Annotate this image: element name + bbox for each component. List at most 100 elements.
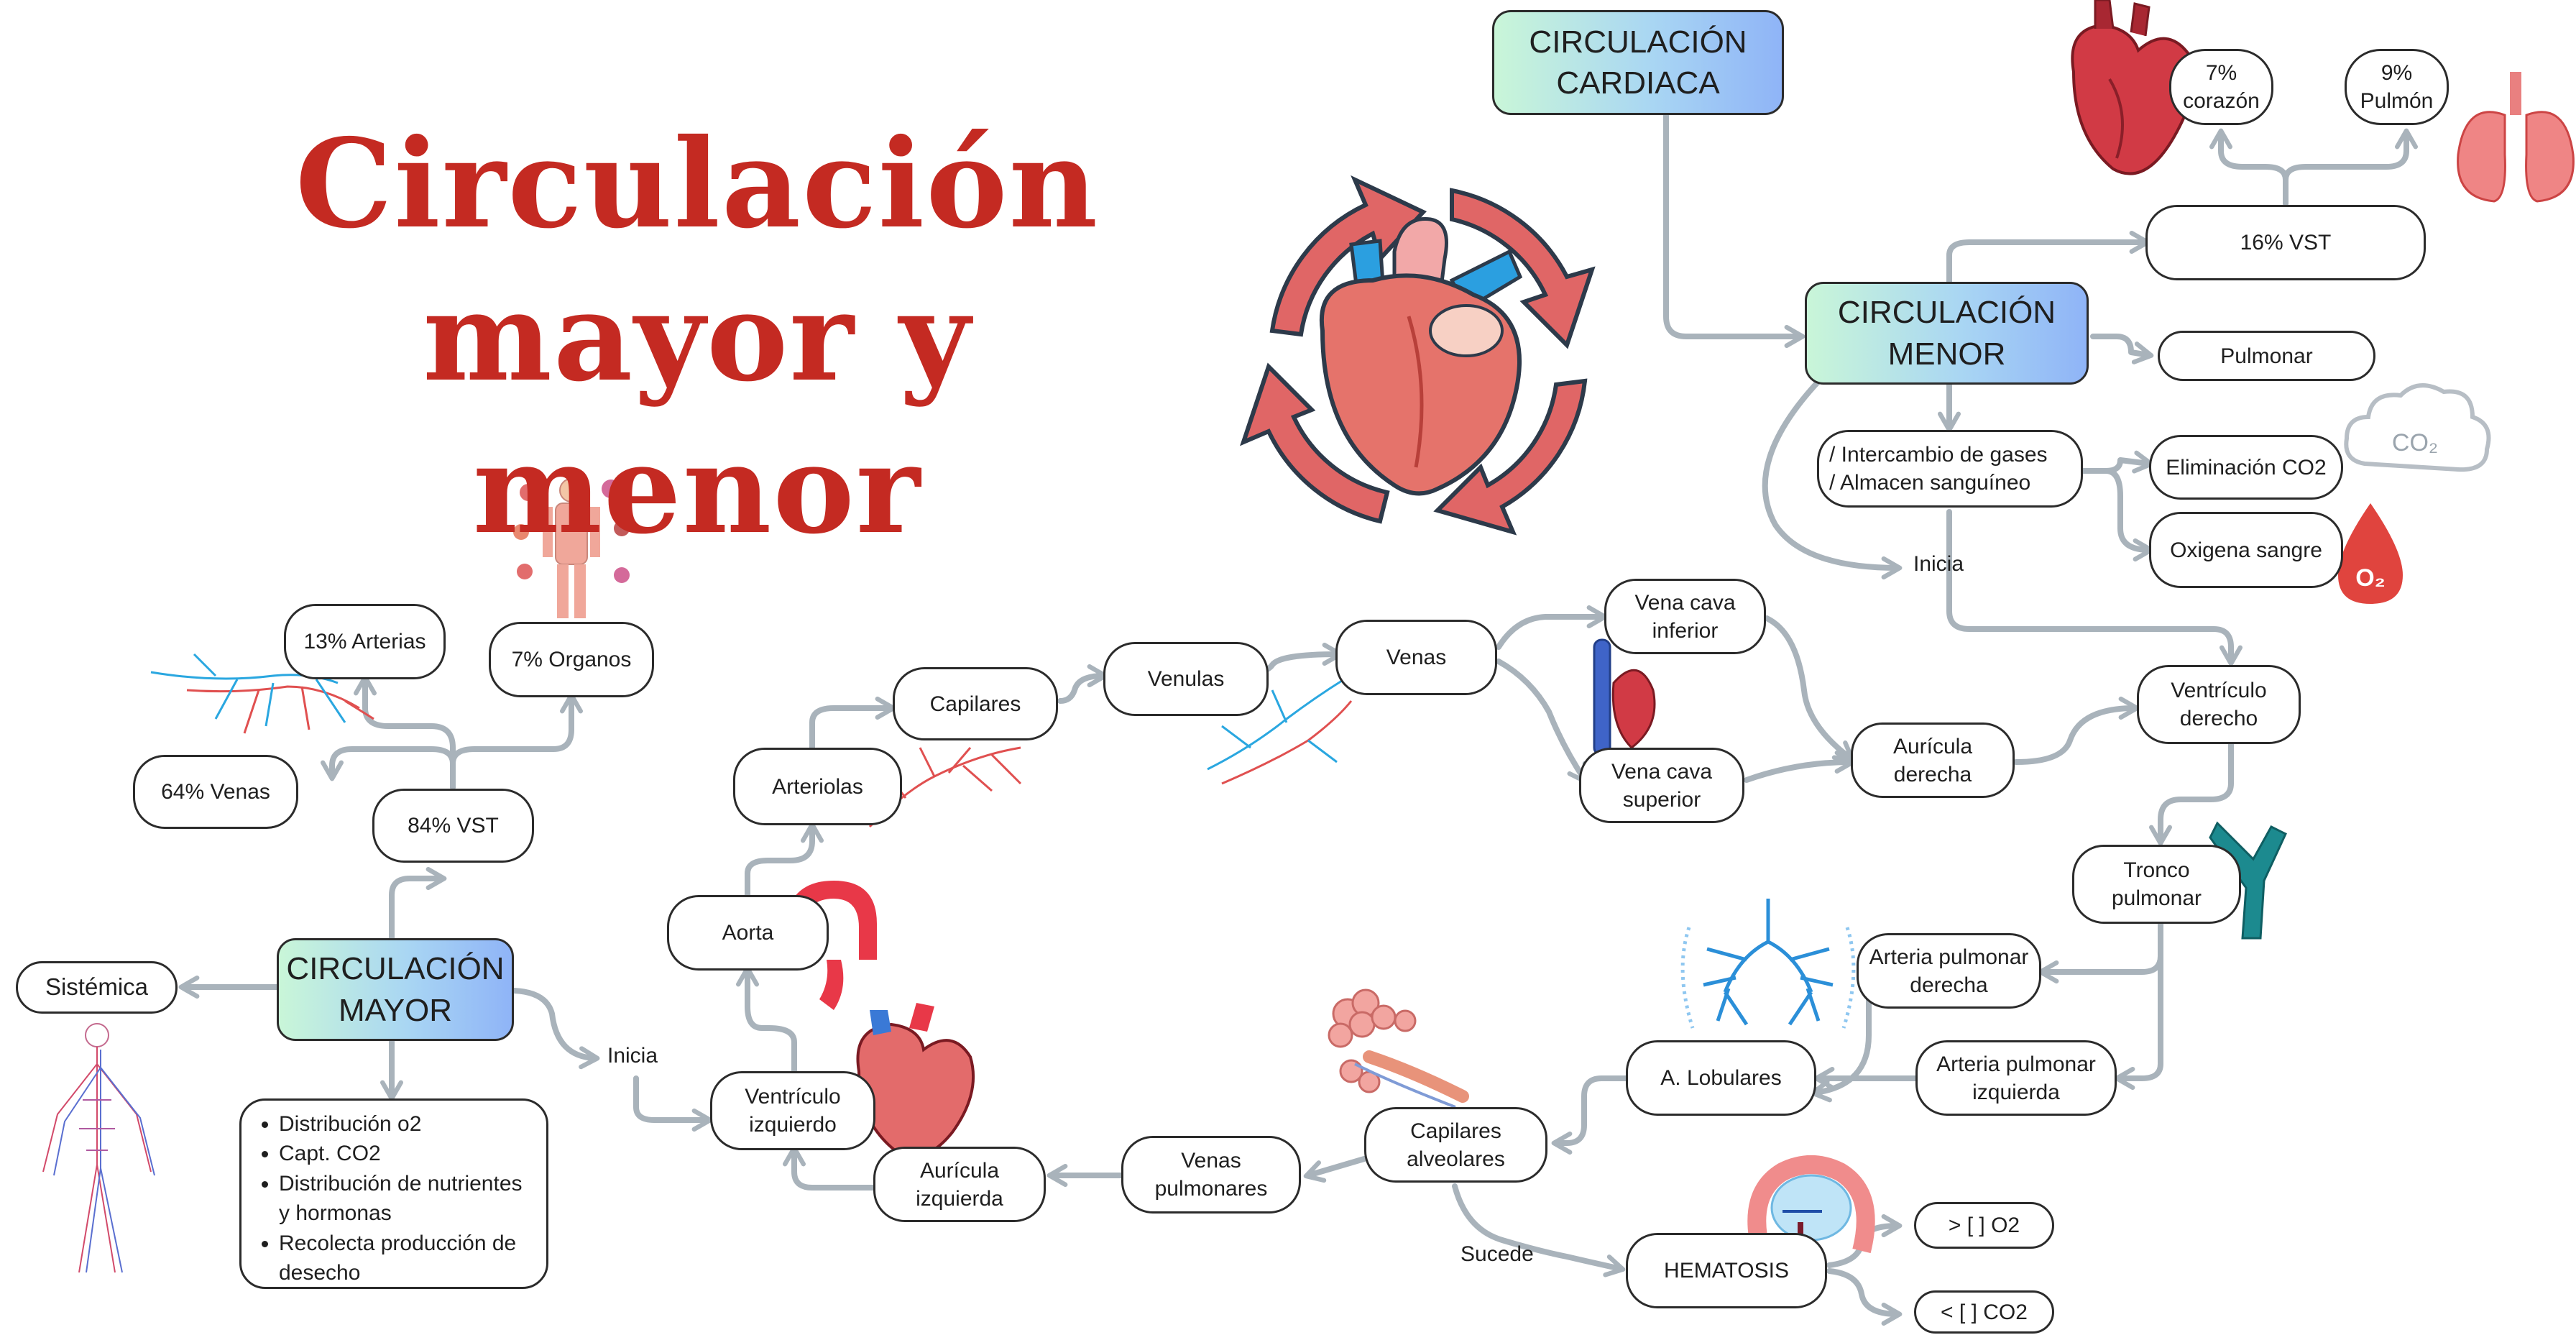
edge-16vst-9pct — [2283, 128, 2418, 206]
edge-apd-lobulares — [1810, 993, 1872, 1103]
sucede-label: Sucede — [1460, 1242, 1534, 1266]
funcion-line-2: / Almacen sanguíneo — [1829, 471, 2031, 495]
vst-16-node: 16% VST — [2145, 205, 2426, 280]
list-item: Capt. CO2 — [279, 1139, 533, 1168]
menor-co2-node: < [ ] CO2 — [1914, 1290, 2054, 1334]
svg-text:CO₂: CO₂ — [2392, 429, 2438, 457]
edge-hem-co2 — [1826, 1268, 1903, 1326]
node-line-1: Vena cava — [1634, 590, 1736, 615]
title-line-2: mayor y menor — [423, 265, 972, 562]
node-line-1: Aurícula — [919, 1158, 1000, 1183]
node-line-1: Venas — [1181, 1149, 1241, 1173]
list-item: Distribución o2 — [279, 1109, 533, 1139]
node-line-1: Ventrículo — [745, 1085, 841, 1109]
circulatory-body-icon — [42, 1023, 155, 1273]
venas-64-node: 64% Venas — [133, 755, 298, 829]
edge-tronco-api — [2114, 921, 2163, 1090]
inicia-menor-label: Inicia — [1913, 552, 1964, 576]
edge-capalv-venaspul — [1303, 1156, 1367, 1183]
pulmonar-node: Pulmonar — [2158, 331, 2375, 381]
node-line-1: Vena cava — [1611, 759, 1713, 784]
node-line-2: superior — [1622, 787, 1701, 812]
node-line-2: izquierdo — [749, 1113, 837, 1137]
title-line-1: Circulación — [295, 112, 1100, 256]
edge-menor-inicia — [1762, 367, 1903, 579]
node-label: Pulmón — [2360, 89, 2434, 113]
auricula-derecha-node: Aurícula derecha — [1851, 722, 2015, 798]
hematosis-node: HEMATOSIS — [1626, 1233, 1827, 1308]
eliminacion-co2-node: Eliminación CO2 — [2149, 435, 2343, 500]
organos-7-node: 7% Organos — [489, 622, 654, 697]
heart-cycle-icon — [1240, 175, 1596, 536]
circulacion-cardiaca-node: CIRCULACIÓN CARDIACA — [1492, 10, 1784, 115]
arteria-pulmonar-izquierda-node: Arteria pulmonar izquierda — [1915, 1040, 2117, 1116]
lungs-icon — [2457, 72, 2575, 203]
node-label: corazón — [2183, 89, 2260, 113]
vena-cava-superior-node: Vena cava superior — [1579, 748, 1744, 823]
funcion-line-1: / Intercambio de gases — [1829, 443, 2048, 467]
co2-cloud-icon: CO₂ — [2344, 383, 2491, 472]
node-value: 7% — [2205, 61, 2237, 85]
node-line-2: izquierda — [916, 1186, 1003, 1211]
header-line-2: CARDIACA — [1556, 65, 1720, 101]
venas-node: Venas — [1335, 620, 1497, 695]
alveolus-exchange-icon — [1747, 1155, 1875, 1258]
tronco-pulmonar-node: Tronco pulmonar — [2072, 845, 2241, 924]
header-line-2: MENOR — [1887, 336, 2006, 372]
node-line-2: inferior — [1652, 618, 1719, 643]
edge-venas-vcs — [1496, 659, 1588, 784]
list-item: Distribución de nutrientes y hormonas — [279, 1169, 533, 1229]
edge-cardiaca-menor — [1663, 112, 1806, 348]
circulacion-menor-node: CIRCULACIÓN MENOR — [1805, 282, 2089, 385]
node-line-1: Capilares — [1410, 1119, 1501, 1143]
edge-ad-vd — [2013, 697, 2140, 765]
edge-inicia-vd — [1946, 509, 2242, 666]
edge-ai-vi — [783, 1145, 876, 1191]
function-list: Distribución o2 Capt. CO2 Distribución d… — [247, 1109, 533, 1288]
node-line-2: derecha — [1910, 973, 1988, 997]
edge-venas-vci — [1496, 605, 1608, 650]
funciones-menor-node: / Intercambio de gases / Almacen sanguín… — [1817, 430, 2083, 508]
header-line-1: CIRCULACIÓN — [1529, 24, 1747, 60]
capilares-node: Capilares — [893, 667, 1058, 740]
list-item: Recolecta producción de desecho — [279, 1229, 533, 1288]
venas-pulmonares-node: Venas pulmonares — [1121, 1136, 1301, 1214]
edge-mayor-inicia — [511, 988, 600, 1070]
node-line-1: Arteria pulmonar — [1869, 945, 2029, 969]
body-organs-icon — [513, 478, 630, 618]
o2-drop-icon: O₂ — [2338, 503, 2403, 604]
aorta-node: Aorta — [667, 895, 829, 971]
node-line-2: pulmonares — [1154, 1177, 1268, 1201]
edge-vcs-ad — [1744, 751, 1856, 783]
heart-icon — [856, 1003, 975, 1158]
auricula-izquierda-node: Aurícula izquierda — [873, 1147, 1046, 1222]
edge-aorta-arteriolas — [745, 822, 824, 898]
vst-84-node: 84% VST — [372, 789, 534, 863]
edge-capalv-hematosis — [1452, 1183, 1626, 1277]
header-line-2: MAYOR — [338, 992, 453, 1028]
bronchi-icon — [1680, 899, 1856, 1029]
page-title: Circulación mayor y menor — [216, 108, 1179, 566]
edge-lob-capalv — [1551, 1075, 1633, 1155]
oxigena-sangre-node: Oxigena sangre — [2149, 512, 2343, 588]
header-line-1: CIRCULACIÓN — [1837, 295, 2056, 331]
edge-funcion-oxi — [2080, 468, 2154, 561]
pulmon-percent-node: 9% Pulmón — [2345, 49, 2449, 125]
edge-inicia-vi — [633, 1075, 713, 1132]
arteriolas-node: Arteriolas — [733, 748, 902, 825]
heart-icon — [2071, 0, 2195, 175]
edge-mayor-84 — [389, 867, 447, 945]
node-value: 9% — [2380, 61, 2413, 85]
node-line-1: Tronco — [2123, 858, 2190, 882]
corazon-percent-node: 7% corazón — [2169, 49, 2273, 125]
edge-vci-ad — [1764, 615, 1855, 763]
funciones-mayor-list: Distribución o2 Capt. CO2 Distribución d… — [239, 1098, 548, 1289]
node-line-1: Aurícula — [1892, 734, 1973, 758]
node-line-2: derecha — [1893, 762, 1972, 786]
node-line-2: pulmonar — [2111, 886, 2202, 910]
venule-network-icon — [1207, 678, 1353, 785]
lobulares-node: A. Lobulares — [1626, 1040, 1816, 1116]
inicia-mayor-label: Inicia — [607, 1044, 658, 1068]
